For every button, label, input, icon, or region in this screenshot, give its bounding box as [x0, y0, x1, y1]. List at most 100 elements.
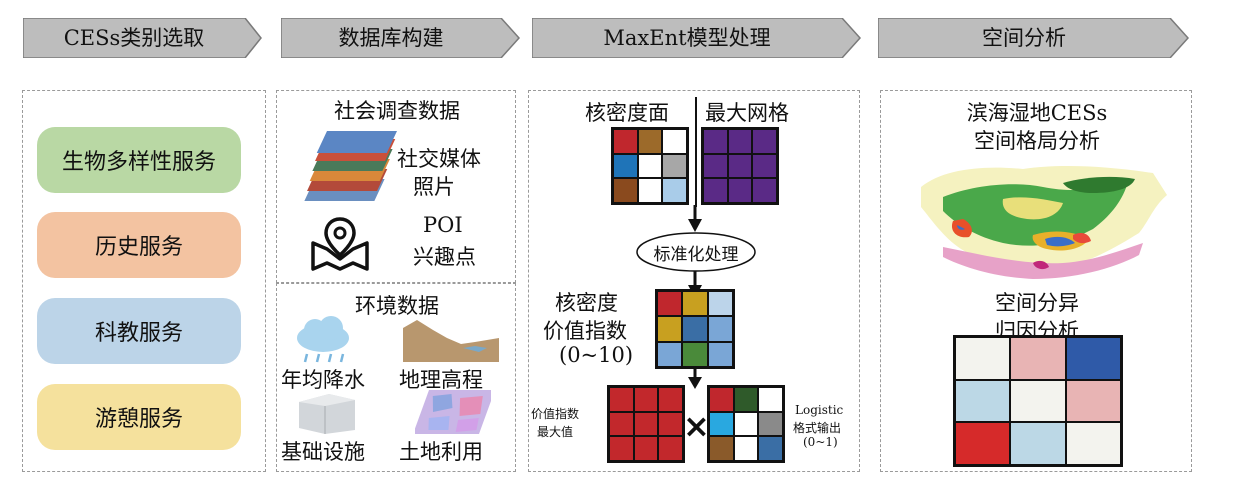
step-title: 数据库构建 — [338, 26, 444, 50]
logistic-label-line2: 格式输出 — [793, 421, 842, 435]
attribution-grid — [953, 335, 1123, 467]
precip-label: 年均降水 — [281, 368, 365, 392]
photos-label: 照片 — [413, 175, 455, 199]
logistic-grid — [707, 385, 785, 463]
index-grid-cell — [657, 291, 683, 317]
kernel-density-label: 核密度面 — [585, 101, 669, 125]
index-grid-cell — [707, 341, 733, 367]
poi-label: POI — [423, 213, 463, 237]
kernel-grid-cell — [613, 153, 638, 179]
max-value-cell — [609, 436, 634, 461]
max-value-cell — [633, 411, 659, 437]
arrow-down-icon — [688, 205, 702, 232]
category-biodiversity: 生物多样性服务 — [37, 127, 241, 193]
rain-cloud-icon — [297, 316, 349, 363]
infrastructure-label: 基础设施 — [281, 440, 365, 464]
max-grid-cell — [752, 178, 777, 203]
max-grid-cell — [703, 153, 728, 179]
max-value-cell — [633, 387, 659, 412]
index-label-line2: 价值指数 — [543, 319, 627, 343]
logistic-grid-cell — [709, 387, 734, 412]
index-grid-cell — [682, 291, 708, 317]
max-grid-purple — [701, 127, 779, 205]
max-grid-cell — [727, 129, 753, 154]
logistic-grid-cell — [758, 387, 783, 412]
panel-env-data: 环境数据 年均降水 地理高程 基础设施 土地利用 — [276, 283, 516, 472]
max-grid-cell — [752, 129, 777, 154]
panel-social-data: 社会调查数据 社交媒体 照片 POI 兴趣点 — [276, 90, 516, 283]
attribution-grid-cell — [955, 422, 1011, 465]
max-value-label-line2: 最大值 — [537, 425, 574, 439]
pattern-label-line2: 空间格局分析 — [974, 129, 1100, 153]
max-grid-cell — [727, 178, 753, 203]
arrow-header-shape — [281, 18, 521, 58]
logistic-label-line3: (0~1) — [803, 435, 838, 449]
max-grid-cell — [703, 129, 728, 154]
building-icon — [299, 394, 355, 434]
max-grid-cell — [727, 153, 753, 179]
index-grid-cell — [657, 341, 683, 367]
panel-spatial: 滨海湿地CESs 空间格局分析 空间分异 归因分析 — [880, 90, 1192, 472]
attribution-grid-cell — [1065, 422, 1121, 465]
kernel-grid-cell — [662, 153, 687, 179]
terrain-icon — [403, 320, 499, 362]
attribution-grid-cell — [955, 337, 1011, 380]
kernel-grid-cell — [637, 153, 663, 179]
step-header-2: 数据库构建 — [281, 18, 521, 58]
index-grid-cell — [682, 341, 708, 367]
logistic-grid-cell — [758, 436, 783, 461]
kernel-density-grid — [611, 127, 689, 205]
logistic-grid-cell — [758, 411, 783, 437]
kernel-grid-cell — [662, 178, 687, 203]
landuse-label: 土地利用 — [399, 440, 483, 464]
index-grid-cell — [657, 316, 683, 342]
value-index-grid — [655, 289, 735, 369]
logistic-grid-cell — [709, 411, 734, 437]
index-label-line1: 核密度 — [555, 291, 618, 315]
wetland-map-image — [921, 166, 1167, 279]
logistic-grid-cell — [733, 436, 759, 461]
social-media-label: 社交媒体 — [397, 147, 481, 171]
max-value-cell — [609, 387, 634, 412]
kernel-grid-cell — [613, 129, 638, 154]
kernel-grid-cell — [613, 178, 638, 203]
attribution-grid-cell — [955, 379, 1011, 423]
map-pin-icon — [311, 217, 369, 271]
multiply-sign: × — [683, 407, 710, 445]
attribution-label-line1: 空间分异 — [995, 291, 1079, 315]
arrow-down-icon — [688, 367, 702, 389]
max-value-cell — [609, 411, 634, 437]
step-title: CESs类别选取 — [63, 26, 205, 50]
max-value-label-line1: 价值指数 — [531, 407, 580, 421]
max-grid-cell — [703, 178, 728, 203]
attribution-grid-cell — [1010, 422, 1066, 465]
kernel-grid-cell — [662, 129, 687, 154]
attribution-grid-cell — [1010, 379, 1066, 423]
photo-stack-icon — [304, 131, 397, 201]
logistic-label-line1: Logistic — [795, 403, 844, 417]
poi-sub-label: 兴趣点 — [413, 245, 476, 269]
max-value-cell — [658, 436, 683, 461]
env-data-title: 环境数据 — [355, 294, 439, 318]
logistic-grid-cell — [733, 387, 759, 412]
max-value-cell — [658, 387, 683, 412]
kernel-grid-cell — [637, 178, 663, 203]
step-title: 空间分析 — [982, 26, 1066, 50]
attribution-grid-cell — [1065, 337, 1121, 380]
attribution-grid-cell — [1065, 379, 1121, 423]
step-header-4: 空间分析 — [878, 18, 1190, 58]
index-grid-cell — [707, 316, 733, 342]
arrow-header-shape — [532, 18, 862, 58]
landuse-map-icon — [415, 390, 491, 434]
pattern-label-line1: 滨海湿地CESs — [966, 101, 1108, 125]
divider-line — [695, 97, 697, 207]
elevation-label: 地理高程 — [399, 368, 483, 392]
arrow-header-shape — [23, 18, 262, 58]
max-value-cell — [658, 411, 683, 437]
category-recreation: 游憩服务 — [37, 384, 241, 450]
kernel-grid-cell — [637, 129, 663, 154]
index-grid-cell — [707, 291, 733, 317]
category-history: 历史服务 — [37, 212, 241, 278]
logistic-grid-cell — [709, 436, 734, 461]
social-data-title: 社会调查数据 — [334, 99, 460, 123]
